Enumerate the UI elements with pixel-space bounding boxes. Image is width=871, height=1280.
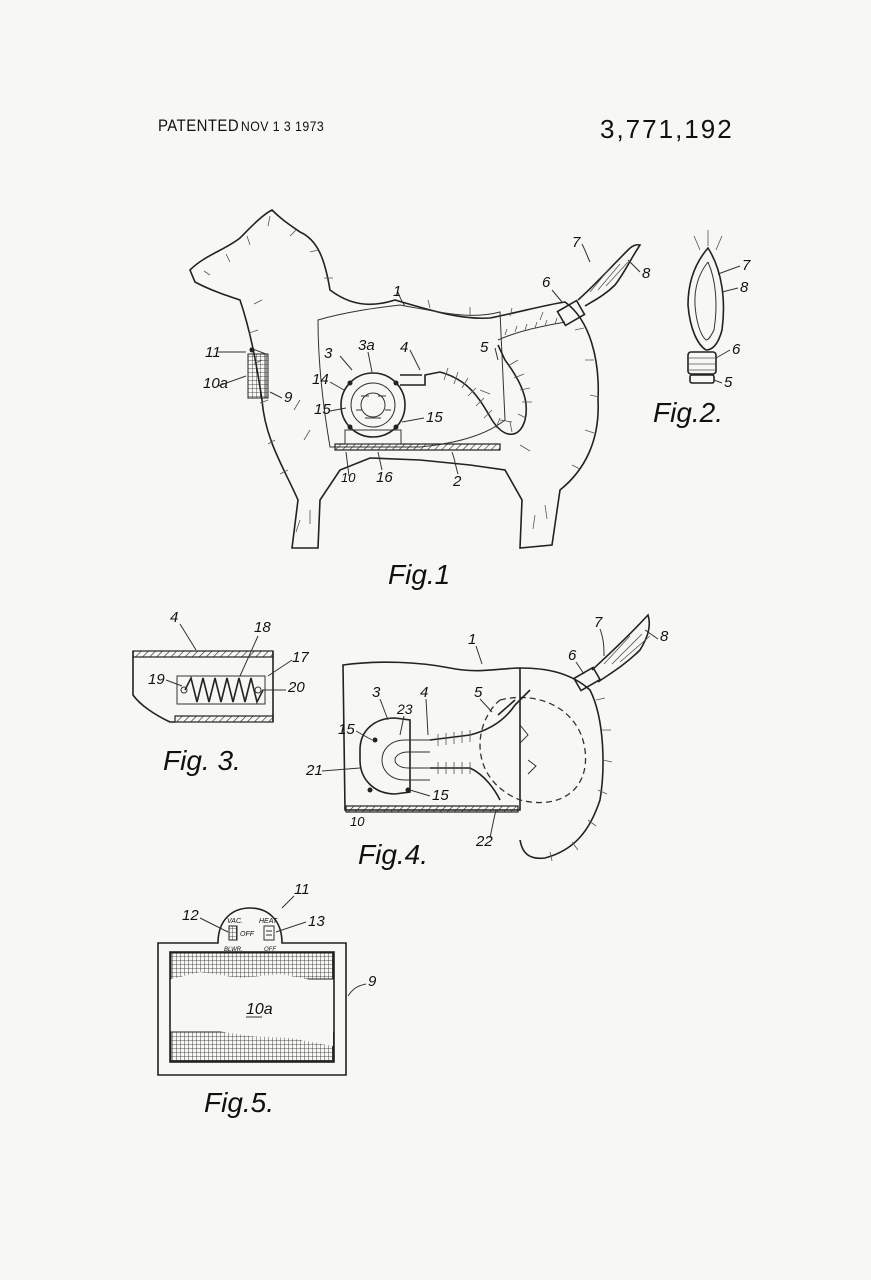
fig1-label-8: 8 [642, 265, 651, 282]
fig5-label-10a: 10a [246, 1001, 273, 1018]
fig4-harness-coat [342, 661, 521, 811]
fig2-caption: Fig.2. [653, 397, 723, 428]
fig3-label-20: 20 [287, 679, 305, 696]
fig4-label-8: 8 [660, 628, 669, 645]
figure-2 [687, 230, 725, 384]
fig1-label-10: 10 [341, 470, 356, 485]
figure-5-labels: VAC. OFF BLWR. HEAT OFF 11 12 13 9 10a [182, 881, 377, 1018]
fig3-label-18: 18 [254, 619, 271, 636]
figure-1-labels: 1 2 3 3a 4 5 6 7 8 9 10 10a 11 14 15 15 … [203, 234, 651, 490]
fig1-label-15-right: 15 [426, 409, 443, 426]
patented-label: PATENTED [158, 116, 240, 135]
fig1-label-16: 16 [376, 469, 393, 486]
fig5-switch-off-left: OFF [240, 931, 255, 938]
figure-3-labels: 4 18 17 19 20 [148, 609, 309, 696]
fig5-label-13: 13 [308, 913, 325, 930]
fig1-label-15-left: 15 [314, 401, 331, 418]
fig1-label-7: 7 [572, 234, 581, 251]
fig1-label-3: 3 [324, 345, 333, 362]
fig2-label-6: 6 [732, 341, 741, 358]
fig2-ring [687, 351, 717, 375]
fig3-label-4: 4 [170, 609, 178, 626]
fig4-label-15-right: 15 [432, 787, 449, 804]
fig4-tail [591, 613, 651, 683]
fig3-duct-wall-top [132, 650, 274, 658]
fig5-control-box-outer [157, 907, 347, 1076]
fig4-label-21: 21 [305, 762, 323, 779]
fig5-switch-vac: VAC. [227, 918, 243, 925]
fig5-caption: Fig.5. [204, 1087, 274, 1118]
fig1-label-1: 1 [393, 283, 401, 300]
fig1-tail-ring [556, 299, 586, 327]
figure-1 [189, 209, 642, 549]
patent-date: NOV 1 3 1973 [240, 118, 325, 134]
fig2-label-5: 5 [724, 374, 733, 391]
fig4-base-plate [345, 805, 519, 813]
fig4-label-3: 3 [372, 684, 381, 701]
fig1-harness-coat [317, 304, 506, 448]
fig1-label-4: 4 [400, 339, 408, 356]
fig4-label-1: 1 [468, 631, 476, 648]
fig1-label-11: 11 [205, 344, 221, 361]
fig5-label-12: 12 [182, 907, 199, 924]
fig3-duct-wall-bottom [174, 715, 274, 723]
figure-3 [132, 650, 274, 723]
fig4-heater-u [381, 739, 430, 781]
fig1-label-5: 5 [480, 339, 489, 356]
fig1-hose [439, 344, 528, 436]
figure-4 [342, 613, 651, 862]
fig3-caption: Fig. 3. [163, 745, 241, 776]
fig3-heater-coil [184, 675, 264, 705]
fig1-label-9: 9 [284, 389, 293, 406]
fig4-label-15-left: 15 [338, 721, 355, 738]
fig5-switch-blwr: BLWR. [224, 947, 243, 953]
fig1-label-6: 6 [542, 274, 551, 291]
fig5-control-box-inner [169, 951, 335, 1063]
fig5-switch-heat: HEAT [259, 918, 278, 925]
fig1-label-2: 2 [452, 473, 462, 490]
fig4-label-22: 22 [475, 833, 493, 850]
fig1-base-plate [334, 443, 501, 451]
fig1-dog-outline [189, 209, 600, 549]
fig4-label-10: 10 [350, 814, 365, 829]
figure-4-labels: 1 6 7 8 3 4 5 23 15 21 15 10 22 [305, 614, 669, 850]
figure-5 [157, 907, 347, 1076]
fig4-inner-sleeve [479, 696, 587, 804]
fig1-label-10a: 10a [203, 375, 228, 392]
fig4-caption: Fig.4. [358, 839, 428, 870]
fig5-label-9: 9 [368, 973, 377, 990]
fig1-blower-housing [340, 372, 406, 438]
fig1-control-box [247, 353, 269, 399]
fig5-switch-off-right: OFF [264, 947, 276, 953]
fig1-tail [577, 243, 642, 307]
fig1-label-3a: 3a [358, 337, 375, 354]
fig4-tail-ring [572, 666, 602, 692]
fig5-vac-blower-switch [228, 925, 238, 941]
fig1-label-14: 14 [312, 371, 329, 388]
fig4-blower-housing [359, 717, 411, 795]
fig2-label-8: 8 [740, 279, 749, 296]
fig2-tail-sleeve [687, 246, 725, 351]
fig2-label-7: 7 [742, 257, 751, 274]
figure-2-labels: 7 8 6 5 [713, 257, 751, 391]
patent-number: 3,771,192 [600, 114, 734, 144]
fig5-heat-switch [263, 925, 275, 941]
fig4-label-5: 5 [474, 684, 483, 701]
fig1-caption: Fig.1 [388, 559, 450, 590]
fig5-label-11: 11 [294, 881, 310, 898]
fig4-label-4: 4 [420, 684, 428, 701]
fig3-label-19: 19 [148, 671, 165, 688]
fig4-label-23: 23 [396, 701, 413, 717]
fig3-label-17: 17 [292, 649, 309, 666]
fig4-label-6: 6 [568, 647, 577, 664]
fig4-label-7: 7 [594, 614, 603, 631]
